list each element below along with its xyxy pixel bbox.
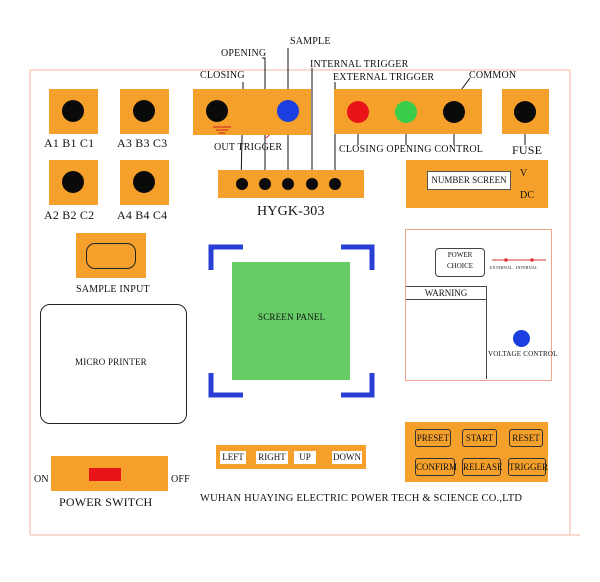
terminal-strip (218, 170, 364, 198)
terminal-opening[interactable] (259, 178, 271, 190)
label-screen-panel: SCREEN PANEL (258, 312, 326, 322)
jack-block-a3b3c3 (120, 89, 169, 134)
jack-block-a4b4c4 (120, 160, 169, 205)
unit-dc: DC (520, 190, 535, 201)
label-on: ON (34, 474, 49, 485)
label-internal: INTERNAL (516, 265, 538, 270)
voltage-control-knob[interactable] (513, 330, 530, 347)
nav-up-button[interactable]: UP (294, 451, 316, 464)
sample-input-block (76, 233, 146, 278)
out-trigger-blue-jack[interactable] (277, 100, 299, 122)
label-a3b3c3: A3 B3 C3 (117, 136, 168, 150)
label-a2b2c2: A2 B2 C2 (44, 208, 95, 222)
number-screen-block: NUMBER SCREEN V DC (406, 160, 548, 208)
fuse-icon[interactable] (514, 101, 536, 123)
jack-a4b4c4[interactable] (133, 171, 155, 193)
terminal-external-trigger[interactable] (329, 178, 341, 190)
out-trigger-black-jack[interactable] (206, 100, 228, 122)
opening-jack[interactable] (395, 101, 417, 123)
number-screen: NUMBER SCREEN (427, 171, 511, 190)
label-external: EXTERNAL (490, 265, 513, 270)
nav-left-button[interactable]: LEFT (220, 451, 246, 464)
ground-icon (213, 126, 231, 134)
control-block (334, 89, 482, 134)
label-closing: CLOSING (200, 70, 245, 81)
unit-v: V (520, 168, 528, 179)
jack-block-a2b2c2 (49, 160, 98, 205)
label-a1b1c1: A1 B1 C1 (44, 136, 95, 150)
nav-right-button[interactable]: RIGHT (256, 451, 288, 464)
jack-a1b1c1[interactable] (62, 100, 84, 122)
nav-buttons-block: LEFT RIGHT UP DOWN (216, 445, 366, 469)
label-closing-opening-control: CLOSING OPENING CONTROL (339, 144, 484, 155)
label-off: OFF (171, 474, 190, 485)
power-choice-switch[interactable]: POWER CHOICE (435, 248, 485, 277)
reset-button[interactable]: RESET (509, 429, 543, 447)
sample-input-port[interactable] (86, 243, 136, 269)
jack-block-a1b1c1 (49, 89, 98, 134)
company-name: WUHAN HUAYING ELECTRIC POWER TECH & SCIE… (200, 493, 523, 504)
jack-a2b2c2[interactable] (62, 171, 84, 193)
screen-panel[interactable]: SCREEN PANEL (232, 262, 350, 380)
label-out-trigger: OUT TRIGGER (214, 142, 283, 153)
nav-down-button[interactable]: DOWN (332, 451, 362, 464)
fuse-block (502, 89, 549, 134)
terminal-sample[interactable] (282, 178, 294, 190)
model-label: HYGK-303 (257, 204, 325, 219)
label-opening: OPENING (221, 48, 267, 59)
common-jack[interactable] (443, 101, 465, 123)
label-internal-trigger: INTERNAL TRIGGER (310, 59, 409, 70)
power-choice-line1: POWER (447, 251, 473, 259)
power-choice-selector-icon (492, 258, 546, 262)
terminal-internal-trigger[interactable] (306, 178, 318, 190)
label-sample: SAMPLE (290, 36, 331, 47)
warning-title: WARNING (406, 287, 486, 300)
warning-box: WARNING (406, 286, 487, 379)
label-power-switch: POWER SWITCH (59, 495, 153, 509)
start-button[interactable]: START (462, 429, 497, 447)
confirm-button[interactable]: CONFIRM (415, 458, 457, 476)
control-panel: POWER CHOICE EXTERNAL INTERNAL WARNING V… (405, 229, 557, 381)
out-trigger-block (193, 89, 311, 135)
trigger-button[interactable]: TRIGGER (508, 458, 548, 476)
label-sample-input: SAMPLE INPUT (76, 284, 150, 295)
preset-button[interactable]: PRESET (415, 429, 451, 447)
closing-jack[interactable] (347, 101, 369, 123)
terminal-closing[interactable] (236, 178, 248, 190)
label-common: COMMON (469, 70, 517, 81)
label-micro-printer: MICRO PRINTER (75, 357, 147, 367)
label-a4b4c4: A4 B4 C4 (117, 208, 168, 222)
jack-a3b3c3[interactable] (133, 100, 155, 122)
power-choice-line2: CHOICE (446, 262, 474, 270)
power-switch-block (51, 456, 168, 491)
label-fuse: FUSE (512, 143, 543, 157)
label-voltage-control: VOLTAGE CONTROL (488, 350, 558, 358)
control-buttons-block: PRESET START RESET CONFIRM RELEASE TRIGG… (405, 422, 548, 482)
power-switch[interactable] (89, 468, 121, 481)
micro-printer[interactable]: MICRO PRINTER (40, 304, 187, 424)
release-button[interactable]: RELEASE (462, 458, 503, 476)
label-external-trigger: EXTERNAL TRIGGER (333, 72, 435, 83)
